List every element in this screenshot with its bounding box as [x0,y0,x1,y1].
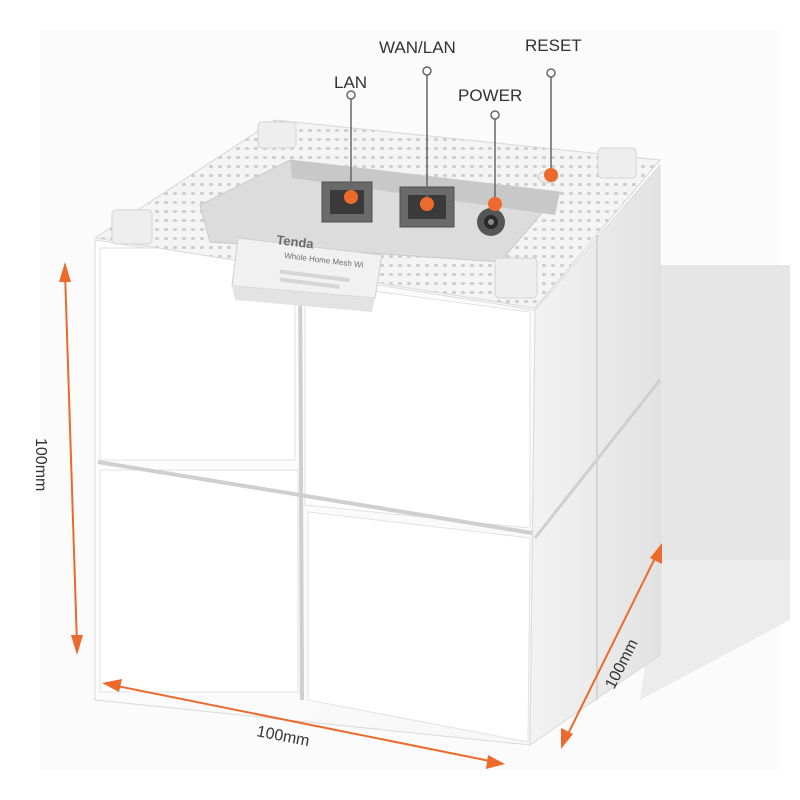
rubber-foot [257,121,297,149]
height-label: 100mm [32,438,49,491]
front-quadrant-bottom-right [307,511,531,743]
reset-label: RESET [525,36,582,55]
rubber-foot [494,257,538,299]
router-front-face [94,239,536,746]
power-marker [488,197,502,211]
reset-marker [544,168,558,182]
power-jack [477,208,505,236]
lan-marker [344,190,358,204]
power-label: POWER [458,86,522,105]
front-quadrant-bottom-left [99,469,299,693]
device-brand-text: Tenda [276,232,316,252]
wan-lan-label: WAN/LAN [379,38,456,57]
wan-lan-marker [420,197,434,211]
rubber-foot [111,209,153,245]
router-top-face: Tenda Whole Home Mesh Wi [93,119,661,312]
dimension-height: 100mm [32,262,83,655]
callouts: LAN WAN/LAN POWER RESET [334,36,582,211]
lan-label: LAN [334,73,367,92]
rubber-foot [597,147,637,179]
front-quadrant-top-right [304,281,531,529]
